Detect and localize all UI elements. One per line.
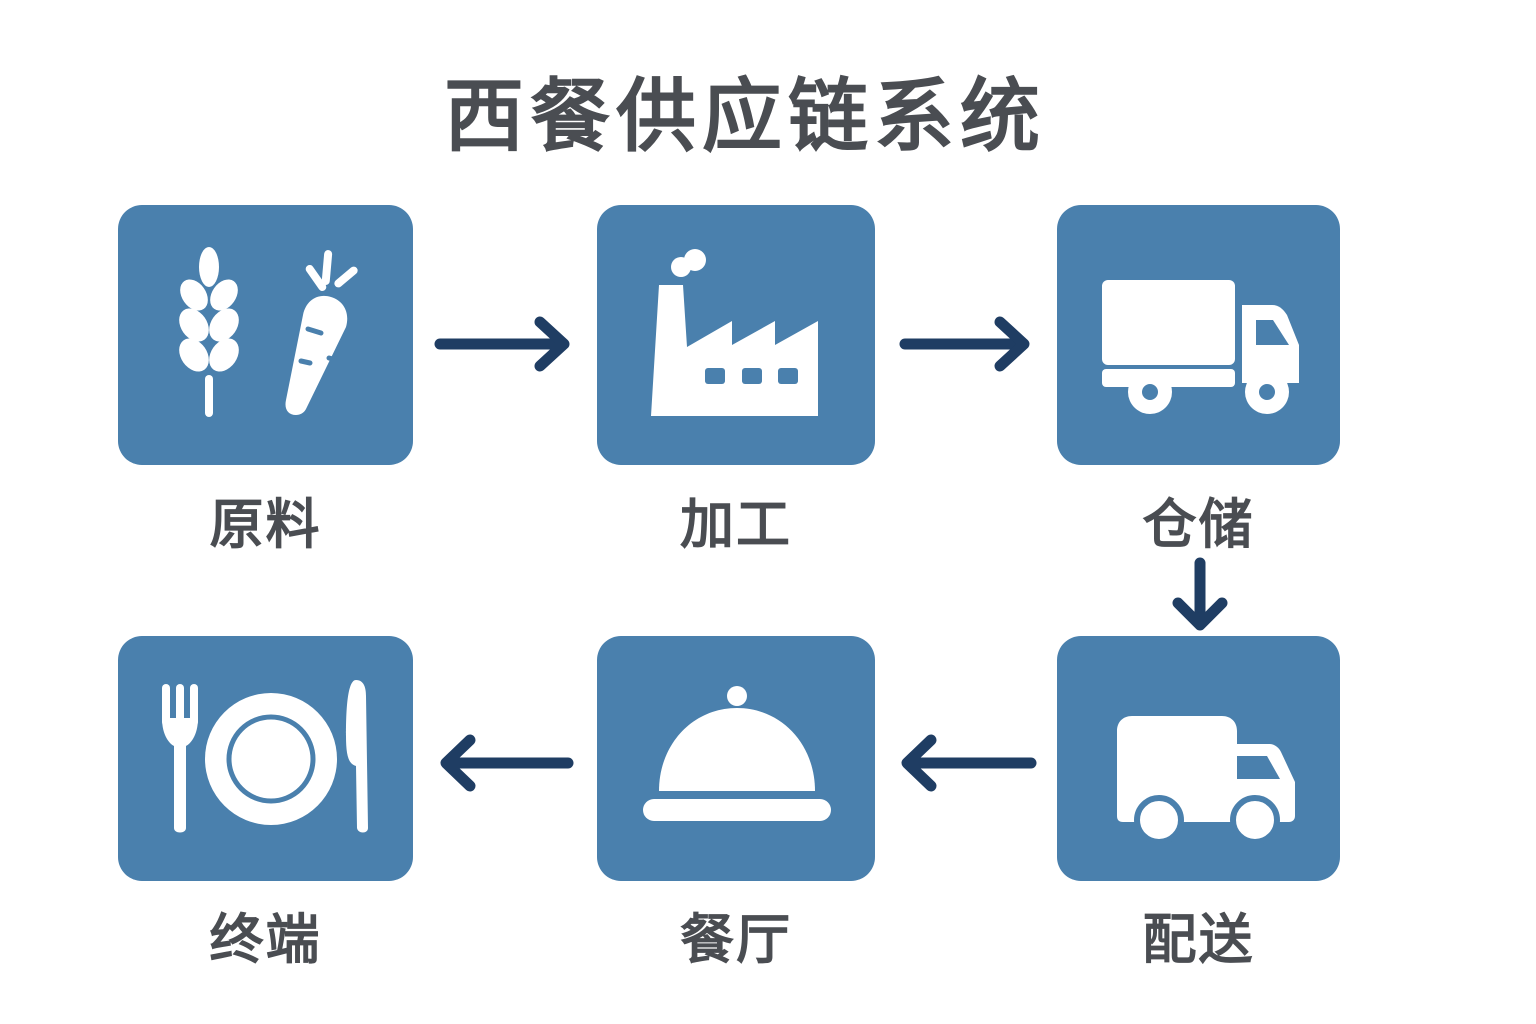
node-label-terminal: 终端 xyxy=(209,908,322,971)
diagram-title: 西餐供应链系统 xyxy=(444,70,1046,163)
node-label-storage: 仓储 xyxy=(1142,493,1255,556)
node-storage xyxy=(1057,205,1340,465)
factory-icon xyxy=(651,249,818,416)
node-terminal xyxy=(118,636,413,881)
arrow-processing-to-storage xyxy=(899,316,1030,372)
node-delivery xyxy=(1057,636,1340,881)
node-label-processing: 加工 xyxy=(680,493,792,556)
cloche-icon xyxy=(643,686,831,821)
wheat-carrot-icon xyxy=(179,247,358,417)
node-label-delivery: 配送 xyxy=(1142,908,1255,971)
arrow-delivery-to-restaurant xyxy=(901,734,1037,792)
delivery-van-icon xyxy=(1117,716,1295,845)
arrow-raw-to-processing xyxy=(434,316,570,372)
arrow-restaurant-to-terminal xyxy=(440,734,574,792)
node-raw-materials xyxy=(118,205,413,465)
node-processing xyxy=(597,205,875,465)
node-label-raw: 原料 xyxy=(209,493,322,556)
truck-icon xyxy=(1102,280,1299,414)
plate-fork-knife-icon xyxy=(162,680,368,833)
node-restaurant xyxy=(597,636,875,881)
node-label-restaurant: 餐厅 xyxy=(680,908,792,971)
arrow-storage-to-delivery xyxy=(1172,557,1228,631)
